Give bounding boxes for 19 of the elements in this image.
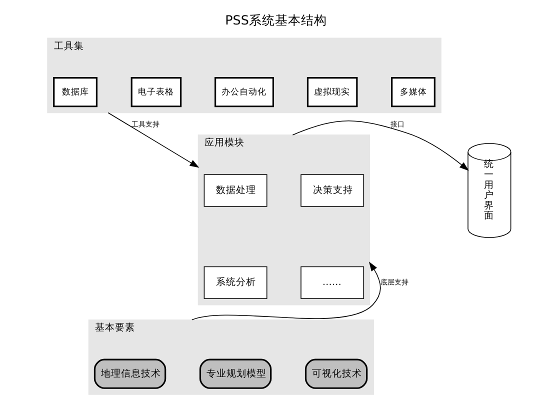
node-box: 虚拟现实 (306, 77, 358, 108)
node-box: 地理信息技术 (93, 358, 166, 389)
arrow (292, 120, 468, 171)
node-box: 决策支持 (300, 174, 364, 207)
edge-label: 接口 (390, 119, 404, 128)
node-box: 可视化技术 (304, 358, 368, 389)
node-box: 数据处理 (203, 174, 267, 207)
node-box: 电子表格 (130, 77, 182, 108)
diagram-title: PSS系统基本结构 (224, 12, 326, 28)
node-box: 系统分析 (203, 266, 267, 299)
node-box: 办公自动化 (214, 77, 274, 108)
node-box: 专业规划模型 (198, 358, 272, 389)
node-box: …… (300, 266, 364, 299)
edge-label: 底层支持 (380, 277, 408, 286)
edge-label: 工具支持 (131, 119, 160, 128)
arrow (191, 262, 380, 320)
node-box: 数据库 (52, 77, 97, 108)
node-box: 多媒体 (390, 77, 435, 108)
arrow (107, 112, 199, 168)
